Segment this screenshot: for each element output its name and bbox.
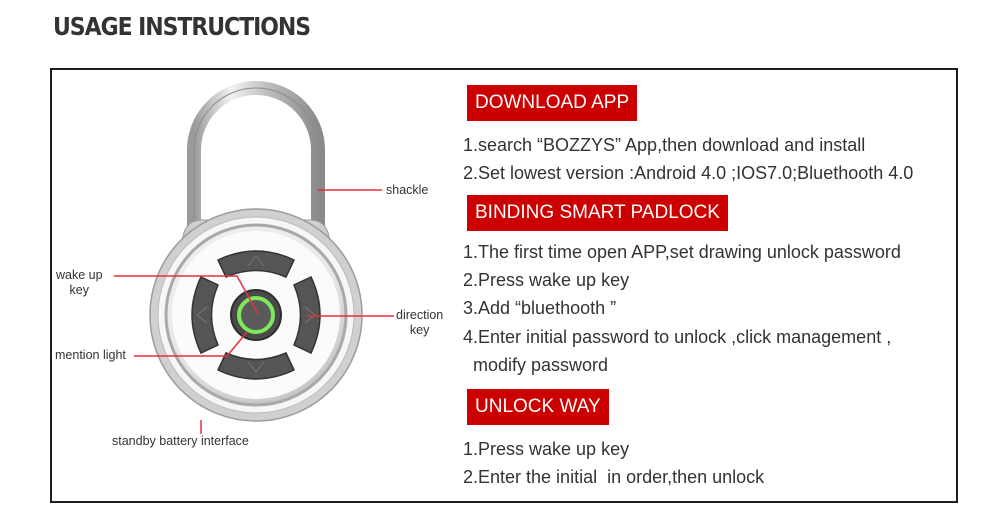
download-step-2: 2.Set lowest version :Android 4.0 ;IOS7.… <box>463 163 914 183</box>
instructions-frame: shackle wake up key direction key mentio… <box>50 68 958 503</box>
section-heading-download-app: DOWNLOAD APP <box>467 85 638 121</box>
instructions-content: DOWNLOAD APP 1.search “BOZZYS” App,then … <box>52 70 956 501</box>
callout-lines <box>114 189 394 434</box>
unlock-step-2: 2.Enter the initial in order,then unlock <box>463 467 765 487</box>
indicator-ring <box>237 296 275 334</box>
direction-keys <box>191 250 321 380</box>
wake-up-key-label: wake up key <box>56 268 103 297</box>
page-title: USAGE INSTRUCTIONS <box>53 12 311 41</box>
download-step-1: 1.search “BOZZYS” App,then download and … <box>463 135 866 155</box>
direction-key-label: direction key <box>396 308 444 337</box>
standby-battery-label: standby battery interface <box>112 434 249 448</box>
padlock-diagram: shackle wake up key direction key mentio… <box>52 70 472 501</box>
shackle-shape <box>187 81 325 230</box>
mention-light-label: mention light <box>55 348 126 362</box>
binding-step-1: 1.The first time open APP,set drawing un… <box>463 242 901 262</box>
binding-step-2: 2.Press wake up key <box>463 270 630 290</box>
unlock-step-1: 1.Press wake up key <box>463 439 630 459</box>
section-heading-binding: BINDING SMART PADLOCK <box>467 195 728 231</box>
binding-step-4-cont: modify password <box>463 355 609 375</box>
padlock-illustration <box>114 81 394 434</box>
section-heading-unlock-way: UNLOCK WAY <box>467 389 609 425</box>
binding-step-3: 3.Add “bluethooth ” <box>463 298 617 318</box>
shackle-label: shackle <box>386 183 429 197</box>
binding-step-4: 4.Enter initial password to unlock ,clic… <box>463 327 892 347</box>
